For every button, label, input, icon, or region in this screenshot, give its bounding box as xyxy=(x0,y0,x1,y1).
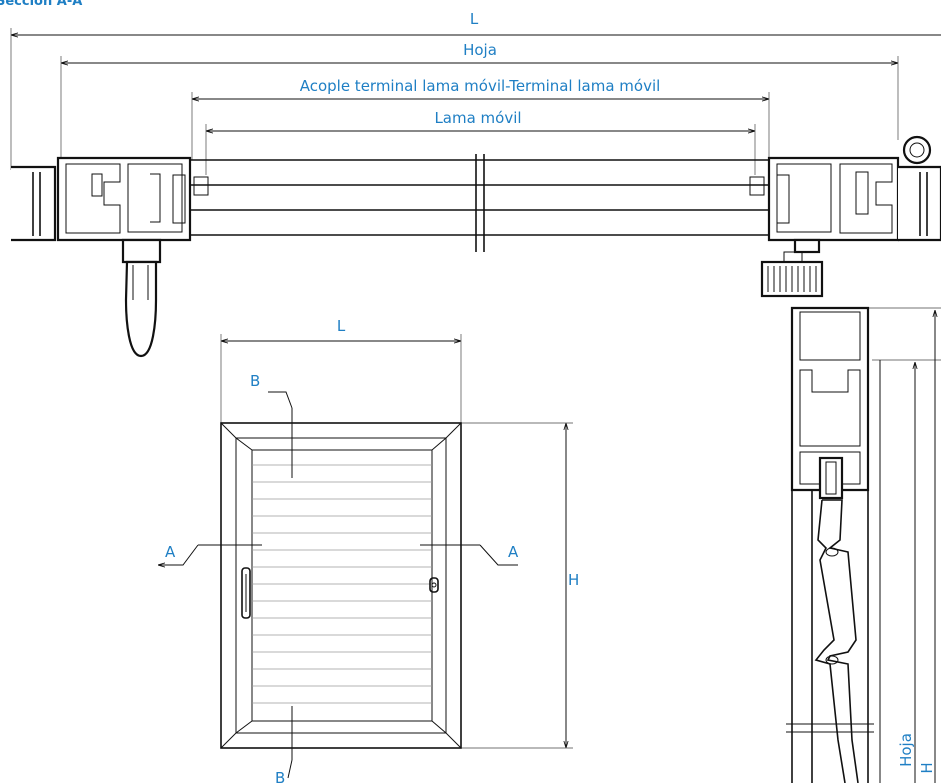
dim-overall-width: L xyxy=(10,10,941,170)
section-mark-b-top: B xyxy=(250,372,293,478)
front-elevation: L H xyxy=(158,317,579,783)
elev-height-dim: H xyxy=(461,422,579,749)
dim-leaf-label: Hoja xyxy=(463,41,497,59)
dim-slat-label: Lama móvil xyxy=(434,109,521,127)
section-mark-b-bottom: B xyxy=(275,706,293,783)
right-frame-profile xyxy=(760,135,941,298)
elevation-slats xyxy=(252,464,432,704)
left-frame-profile xyxy=(11,156,192,358)
dim-coupling-width: Acople terminal lama móvil-Terminal lama… xyxy=(191,77,770,160)
elev-height-label: H xyxy=(568,571,579,589)
section-a-left-label: A xyxy=(165,543,176,561)
elev-width-dim: L xyxy=(220,317,462,423)
dim-coupling-label: Acople terminal lama móvil-Terminal lama… xyxy=(300,77,661,95)
section-mark-a-right: A xyxy=(420,543,519,566)
section-title: Sección A-A xyxy=(0,0,82,9)
top-section-drawing: L Hoja Acople terminal lama móvil-Termin… xyxy=(10,10,941,358)
elev-width-label: L xyxy=(337,317,346,335)
dim-overall-label: L xyxy=(470,10,479,28)
side-section-drawing: Hoja H xyxy=(786,306,941,783)
window-knob xyxy=(429,577,439,593)
section-mark-a-left: A xyxy=(158,543,262,565)
section-b-bottom-label: B xyxy=(275,769,285,783)
window-handle xyxy=(241,567,251,619)
section-a-right-label: A xyxy=(508,543,519,561)
side-leaf-label: Hoja xyxy=(897,733,915,767)
dim-leaf-width: Hoja xyxy=(60,41,899,160)
window-frame xyxy=(220,422,462,749)
side-height-label: H xyxy=(918,762,936,773)
slat-section xyxy=(190,154,775,252)
dim-slat-width: Lama móvil xyxy=(205,109,756,175)
section-b-top-label: B xyxy=(250,372,260,390)
